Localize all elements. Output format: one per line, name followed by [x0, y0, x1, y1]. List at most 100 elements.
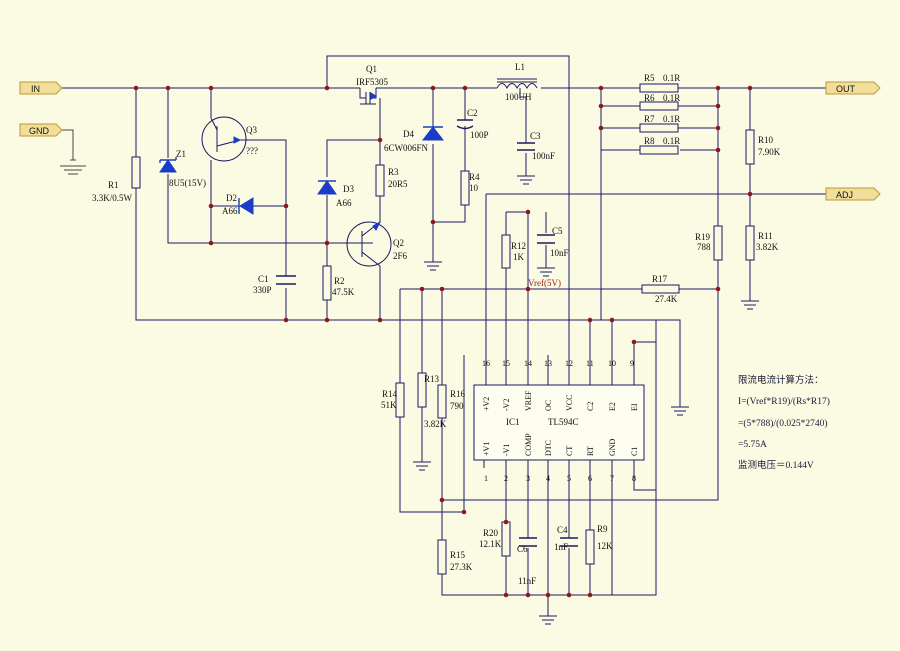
resistor-r19: R19 788 — [695, 225, 723, 261]
ic1-pin-name: +V1 — [482, 442, 491, 456]
r5-value: 0.1R — [663, 73, 680, 83]
note-line-3: =(5*788)/(0.025*2740) — [738, 418, 828, 429]
r15-value: 27.3K — [450, 562, 473, 572]
inductor-l1: L1 100UH — [496, 62, 538, 102]
r9-value: 12K — [597, 541, 613, 551]
c6-value: 11nF — [518, 576, 536, 586]
port-gnd-label: GND — [29, 126, 50, 136]
diode-d2: D2 A66 — [222, 193, 254, 216]
ic1-pin-number: 14 — [524, 359, 532, 368]
r17-ref: R17 — [652, 274, 668, 284]
r1-value: 3.3K/0.5W — [92, 193, 133, 203]
q1-ref: Q1 — [366, 64, 377, 74]
resistor-r14: R14 51K — [381, 382, 405, 418]
port-out[interactable]: OUT — [825, 81, 881, 95]
port-adj-label: ADJ — [836, 190, 853, 200]
resistor-r16: R16 790 — [437, 384, 466, 419]
r20-value: 12.1K — [479, 539, 502, 549]
q2-ref: Q2 — [393, 238, 404, 248]
r4-ref: R4 — [469, 172, 480, 182]
r7-ref: R7 — [644, 114, 655, 124]
l1-value: 100UH — [505, 92, 532, 102]
capacitor-c1: C1 330P — [253, 274, 296, 295]
r2-ref: R2 — [334, 276, 345, 286]
ic1-pin-number: 8 — [632, 474, 636, 483]
resistor-r4: R4 10 — [460, 170, 480, 206]
resistor-r12: R12 1K — [501, 234, 526, 269]
r16-value: 790 — [450, 401, 464, 411]
q3-value: ??? — [246, 146, 258, 156]
ic1-pin-number: 13 — [544, 359, 552, 368]
port-adj[interactable]: ADJ — [825, 187, 881, 201]
ic1-pin-number: 1 — [484, 474, 488, 483]
r19-value: 788 — [697, 242, 711, 252]
ic1-pin-number: 3 — [526, 474, 530, 483]
port-gnd[interactable]: GND — [19, 123, 63, 137]
resistor-r9: R9 12K — [585, 524, 613, 565]
note-line-1: 限流电流计算方法： — [738, 374, 824, 386]
ic1-pin-name: VREF — [524, 390, 533, 411]
ic1-pin-number: 6 — [588, 474, 592, 483]
ic1-pin-name: C1 — [630, 447, 639, 456]
c1-ref: C1 — [258, 274, 269, 284]
r2-value: 47.5K — [332, 287, 355, 297]
resistor-r6: R6 0.1R — [639, 93, 680, 111]
ground-symbols — [60, 129, 759, 625]
ic1-pin-name: C2 — [586, 402, 595, 411]
diode-d3: D3 A66 — [317, 180, 354, 208]
capacitor-c6: C6 11nF — [517, 537, 537, 586]
r16-ref: R16 — [450, 389, 466, 399]
r12-ref: R12 — [511, 241, 526, 251]
d2-ref: D2 — [226, 193, 237, 203]
ic1-pin-name: COMP — [524, 433, 533, 456]
q1-value: IRF5305 — [356, 77, 389, 87]
l1-ref: L1 — [515, 62, 525, 72]
r4-value: 10 — [469, 183, 479, 193]
r20-ref: R20 — [483, 528, 499, 538]
ic1-pin-name: GND — [608, 438, 617, 456]
d2-value: A66 — [222, 206, 238, 216]
d4-ref: D4 — [403, 129, 414, 139]
c2-ref: C2 — [467, 108, 478, 118]
r11-ref: R11 — [758, 231, 773, 241]
c4-ref: C4 — [557, 525, 568, 535]
ic1-ref: IC1 — [506, 417, 520, 427]
zener-z1: Z1 8U5(15V) — [159, 149, 206, 188]
diode-d4: D4 6CW006FN — [384, 126, 445, 153]
ic1-pin-name: VCC — [565, 395, 574, 411]
ic1-pin-name: -V2 — [502, 399, 511, 411]
r6-value: 0.1R — [663, 93, 680, 103]
c4-value: 1nF — [554, 542, 568, 552]
c5-ref: C5 — [552, 226, 563, 236]
ic1-pin-number: 9 — [630, 359, 634, 368]
resistor-r3: R3 20R5 — [375, 164, 408, 197]
q3-ref: Q3 — [246, 125, 257, 135]
d4-value: 6CW006FN — [384, 143, 429, 153]
c1-value: 330P — [253, 285, 272, 295]
note-line-4: =5.75A — [738, 440, 767, 450]
r3-ref: R3 — [388, 167, 399, 177]
current-limit-notes: 限流电流计算方法： I=(Vref*R19)/(Rs*R17) =(5*788)… — [738, 374, 830, 471]
z1-value: 8U5(15V) — [169, 178, 206, 188]
ic1-pin-name: CT — [565, 446, 574, 456]
capacitor-c4: C4 1nF — [554, 525, 578, 552]
note-line-5: 监测电压＝0.144V — [738, 459, 814, 471]
resistor-r11: R11 3.82K — [745, 225, 779, 261]
ic1-pin-number: 7 — [610, 474, 614, 483]
r17-value: 27.4K — [655, 294, 678, 304]
r12-value: 1K — [513, 252, 525, 262]
ic1-pin-number: 10 — [608, 359, 616, 368]
ic1-pin-number: 2 — [504, 474, 508, 483]
ic1-pin-number: 11 — [586, 359, 594, 368]
r5-ref: R5 — [644, 73, 655, 83]
r9-ref: R9 — [597, 524, 608, 534]
ic1-pin-name: EI — [630, 403, 639, 411]
r1-ref: R1 — [108, 180, 119, 190]
port-in[interactable]: IN — [19, 81, 63, 95]
note-line-2: I=(Vref*R19)/(Rs*R17) — [738, 396, 830, 407]
ic1-pin-name: DTC — [544, 440, 553, 456]
c6-ref: C6 — [517, 544, 528, 554]
